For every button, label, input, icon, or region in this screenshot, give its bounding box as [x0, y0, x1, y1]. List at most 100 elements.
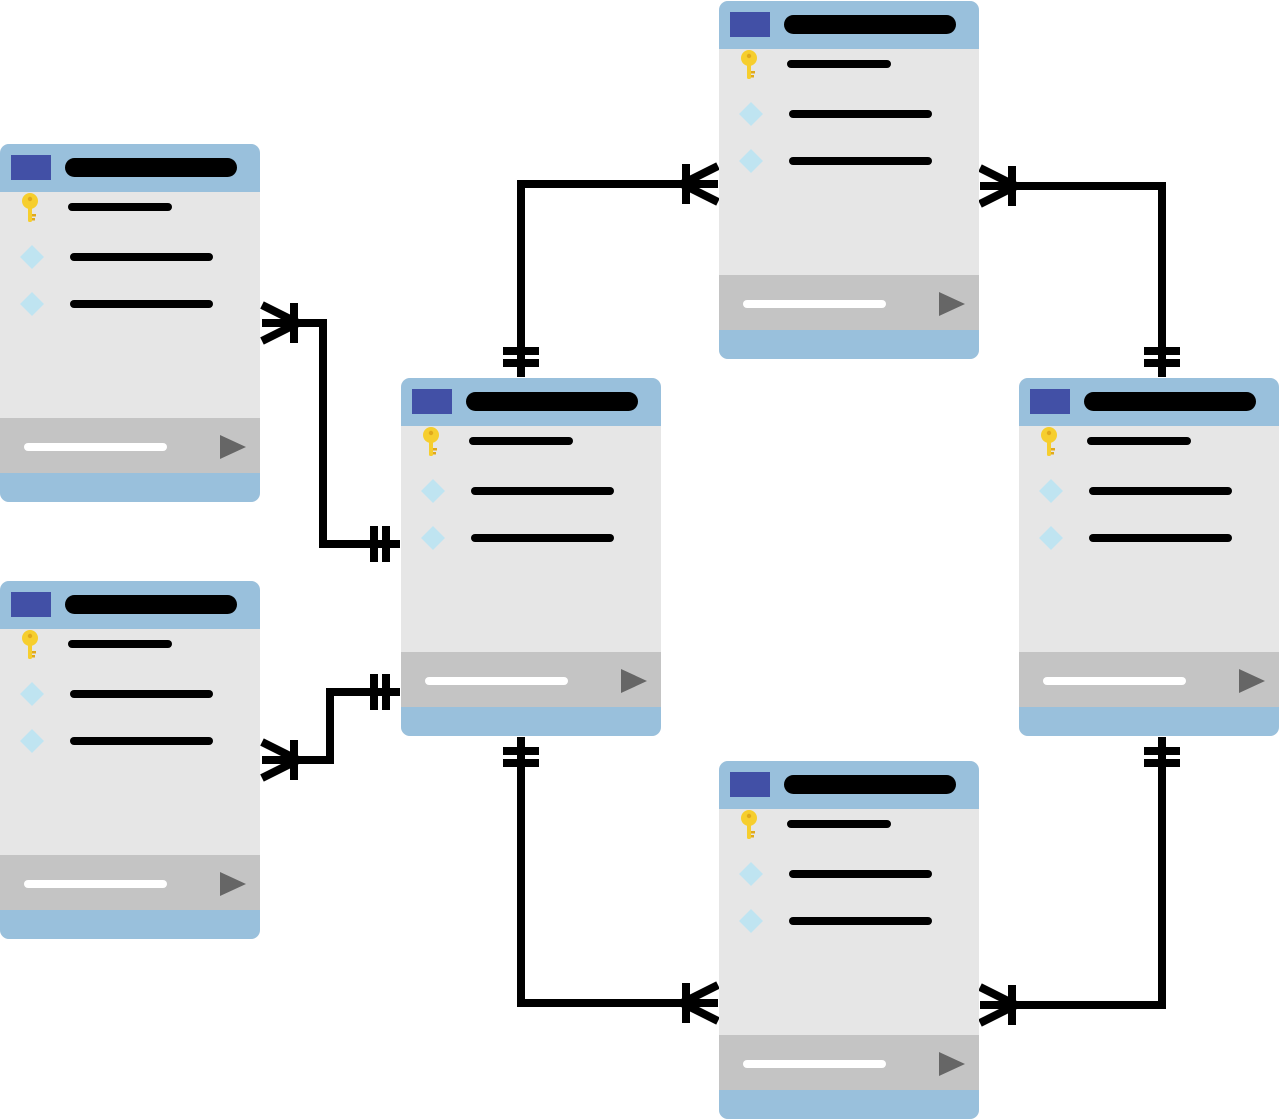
- primary-key-row: [719, 809, 979, 839]
- primary-key-row: [0, 629, 260, 659]
- footer-input-placeholder[interactable]: [743, 300, 886, 308]
- entity-title-placeholder: [65, 595, 237, 614]
- footer-input-placeholder[interactable]: [24, 443, 167, 451]
- entity-table-bottom-right: [719, 761, 979, 1119]
- attribute-row: [0, 679, 260, 709]
- play-icon[interactable]: [219, 871, 247, 897]
- primary-key-field-placeholder: [469, 437, 573, 445]
- attribute-row: [719, 99, 979, 129]
- key-icon: [22, 630, 38, 659]
- entity-header: [401, 378, 661, 426]
- entity-title-placeholder: [784, 775, 956, 794]
- attribute-field-placeholder: [789, 157, 932, 165]
- footer-input-placeholder[interactable]: [24, 880, 167, 888]
- diamond-icon: [421, 526, 445, 550]
- entity-table-center: [401, 378, 661, 736]
- entity-footer: [1019, 652, 1279, 707]
- entity-footer: [719, 1035, 979, 1090]
- attribute-field-placeholder: [471, 487, 614, 495]
- primary-key-field-placeholder: [787, 60, 891, 68]
- attribute-field-placeholder: [789, 870, 932, 878]
- diamond-icon: [20, 292, 44, 316]
- play-icon[interactable]: [938, 291, 966, 317]
- primary-key-row: [719, 49, 979, 79]
- entity-tag-icon: [730, 12, 770, 37]
- entity-tag-icon: [412, 389, 452, 414]
- entity-header: [719, 761, 979, 809]
- diamond-icon: [1039, 479, 1063, 503]
- attribute-field-placeholder: [70, 690, 213, 698]
- entity-tag-icon: [1030, 389, 1070, 414]
- attribute-field-placeholder: [1089, 487, 1232, 495]
- entity-tag-icon: [11, 155, 51, 180]
- key-icon: [741, 810, 757, 839]
- entity-title-placeholder: [784, 15, 956, 34]
- entity-base: [0, 910, 260, 939]
- diamond-icon: [739, 909, 763, 933]
- diamond-icon: [739, 862, 763, 886]
- attribute-row: [0, 726, 260, 756]
- entity-table-top-right: [719, 1, 979, 359]
- attribute-field-placeholder: [789, 110, 932, 118]
- attribute-row: [1019, 476, 1279, 506]
- entity-footer: [0, 418, 260, 473]
- entity-base: [401, 707, 661, 736]
- diamond-icon: [20, 245, 44, 269]
- primary-key-row: [0, 192, 260, 222]
- entity-header: [0, 144, 260, 192]
- footer-input-placeholder[interactable]: [1043, 677, 1186, 685]
- attribute-field-placeholder: [70, 737, 213, 745]
- connector-center-bottom-right: [517, 737, 718, 1007]
- play-icon[interactable]: [1238, 668, 1266, 694]
- key-icon: [1041, 427, 1057, 456]
- entity-table-right: [1019, 378, 1279, 736]
- entity-title-placeholder: [65, 158, 237, 177]
- attribute-row: [401, 523, 661, 553]
- connector-left-top-center: [262, 319, 400, 548]
- diamond-icon: [739, 149, 763, 173]
- primary-key-row: [1019, 426, 1279, 456]
- connector-right-top-right: [980, 182, 1166, 377]
- primary-key-field-placeholder: [787, 820, 891, 828]
- footer-input-placeholder[interactable]: [425, 677, 568, 685]
- entity-title-placeholder: [466, 392, 638, 411]
- attribute-row: [0, 289, 260, 319]
- diamond-icon: [20, 682, 44, 706]
- play-icon[interactable]: [219, 434, 247, 460]
- play-icon[interactable]: [938, 1051, 966, 1077]
- diamond-icon: [1039, 526, 1063, 550]
- attribute-field-placeholder: [70, 253, 213, 261]
- entity-base: [1019, 707, 1279, 736]
- primary-key-row: [401, 426, 661, 456]
- entity-tag-icon: [730, 772, 770, 797]
- attribute-row: [0, 242, 260, 272]
- entity-table-left-top: [0, 144, 260, 502]
- diamond-icon: [20, 729, 44, 753]
- attribute-field-placeholder: [471, 534, 614, 542]
- connector-center-top-right: [517, 180, 718, 377]
- diamond-icon: [739, 102, 763, 126]
- play-icon[interactable]: [620, 668, 648, 694]
- primary-key-field-placeholder: [68, 640, 172, 648]
- connector-right-bottom-right: [980, 737, 1166, 1009]
- key-icon: [741, 50, 757, 79]
- attribute-row: [719, 859, 979, 889]
- entity-base: [719, 1090, 979, 1119]
- key-icon: [423, 427, 439, 456]
- entity-header: [0, 581, 260, 629]
- footer-input-placeholder[interactable]: [743, 1060, 886, 1068]
- entity-tag-icon: [11, 592, 51, 617]
- attribute-field-placeholder: [789, 917, 932, 925]
- entity-footer: [0, 855, 260, 910]
- attribute-field-placeholder: [1089, 534, 1232, 542]
- entity-base: [719, 330, 979, 359]
- entity-header: [719, 1, 979, 49]
- entity-base: [0, 473, 260, 502]
- entity-title-placeholder: [1084, 392, 1256, 411]
- key-icon: [22, 193, 38, 222]
- entity-table-left-bottom: [0, 581, 260, 939]
- attribute-row: [1019, 523, 1279, 553]
- entity-footer: [401, 652, 661, 707]
